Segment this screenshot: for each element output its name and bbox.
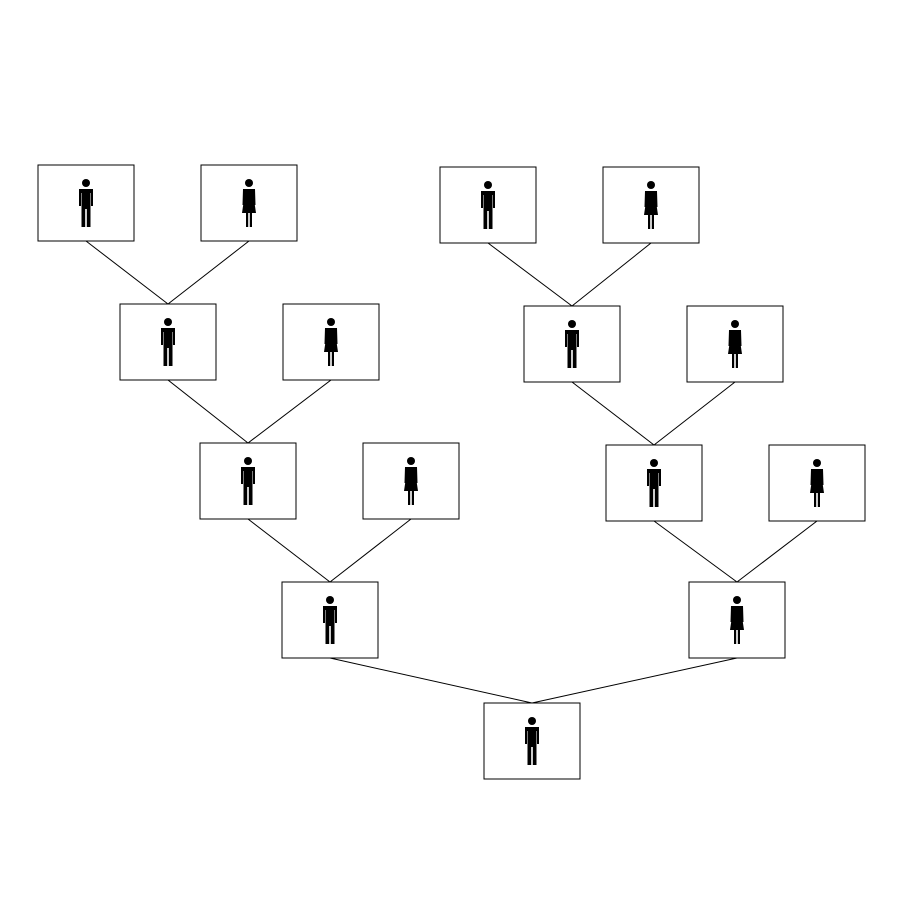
male-person-icon <box>241 457 255 505</box>
edge-maternal-gg-grandmother-to-maternal-great-grandfather <box>571 242 652 307</box>
female-person-icon <box>728 320 742 368</box>
male-person-icon <box>79 179 93 227</box>
female-person-icon <box>644 181 658 229</box>
person-node-maternal-gg-grandfather <box>439 166 537 244</box>
male-person-icon <box>565 320 579 368</box>
edge-paternal-gg-grandfather-to-paternal-great-grandfather <box>85 240 169 305</box>
nodes-layer <box>37 164 866 780</box>
person-node-root <box>483 702 581 780</box>
female-person-icon <box>324 318 338 366</box>
male-person-icon <box>525 717 539 765</box>
person-node-mother <box>688 581 786 659</box>
person-node-paternal-grandfather <box>199 442 297 520</box>
edge-father-to-root <box>329 657 533 704</box>
male-person-icon <box>323 596 337 644</box>
edges-layer <box>85 240 818 704</box>
edge-paternal-gg-grandmother-to-paternal-great-grandfather <box>167 240 250 305</box>
edge-paternal-great-grandfather-to-paternal-grandfather <box>167 379 249 444</box>
person-node-paternal-grandmother <box>362 442 460 520</box>
person-node-maternal-grandmother <box>768 444 866 522</box>
male-person-icon <box>647 459 661 507</box>
edge-paternal-grandfather-to-father <box>247 518 331 583</box>
female-person-icon <box>404 457 418 505</box>
edge-maternal-grandmother-to-mother <box>736 520 818 583</box>
edge-maternal-great-grandfather-to-maternal-grandfather <box>571 381 655 446</box>
person-node-maternal-great-grandmother <box>686 305 784 383</box>
female-person-icon <box>810 459 824 507</box>
person-node-father <box>281 581 379 659</box>
edge-paternal-great-grandmother-to-paternal-grandfather <box>247 379 332 444</box>
person-node-paternal-gg-grandfather <box>37 164 135 242</box>
edge-paternal-grandmother-to-father <box>329 518 412 583</box>
female-person-icon <box>242 179 256 227</box>
person-node-paternal-gg-grandmother <box>200 164 298 242</box>
edge-maternal-gg-grandfather-to-maternal-great-grandfather <box>487 242 573 307</box>
edge-mother-to-root <box>531 657 738 704</box>
male-person-icon <box>481 181 495 229</box>
edge-maternal-great-grandmother-to-maternal-grandfather <box>653 381 736 446</box>
person-node-maternal-grandfather <box>605 444 703 522</box>
person-node-maternal-gg-grandmother <box>602 166 700 244</box>
person-node-maternal-great-grandfather <box>523 305 621 383</box>
male-person-icon <box>161 318 175 366</box>
person-node-paternal-great-grandmother <box>282 303 380 381</box>
edge-maternal-grandfather-to-mother <box>653 520 738 583</box>
person-node-paternal-great-grandfather <box>119 303 217 381</box>
female-person-icon <box>730 596 744 644</box>
